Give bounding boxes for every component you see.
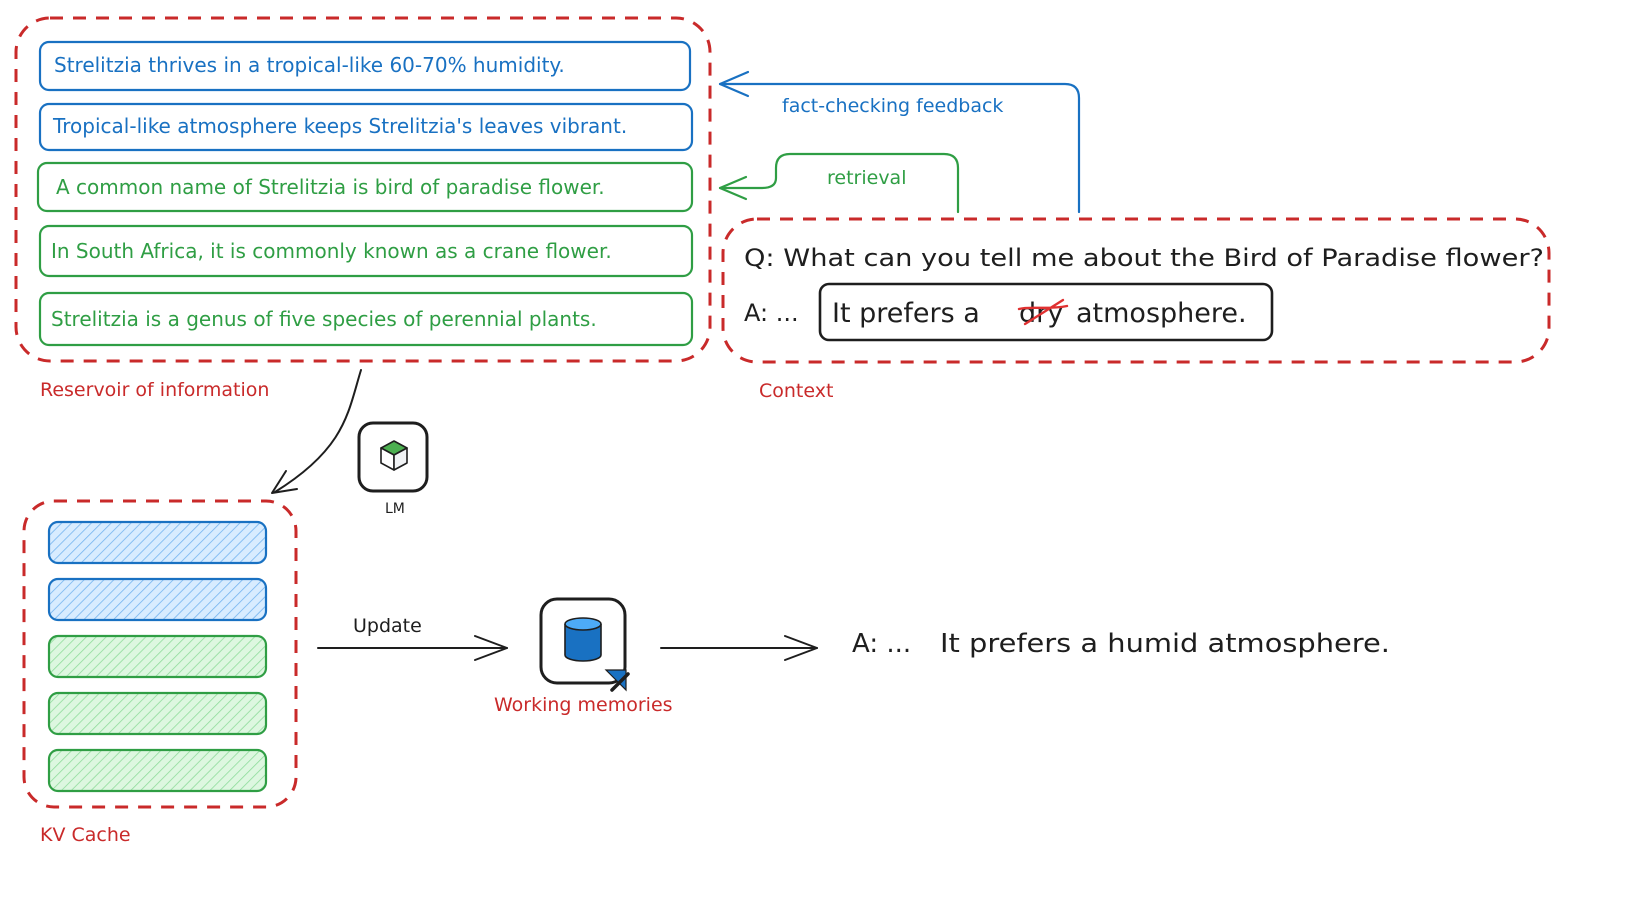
output-text: It prefers a humid atmosphere. [940,629,1390,659]
lm-label: LM [385,501,405,517]
fact-card: Tropical-like atmosphere keeps Strelitzi… [38,102,694,152]
kv-cache-group: KV Cache [22,499,298,846]
update-arrow: Update [317,615,508,661]
answer-text-post: atmosphere. [1076,298,1247,329]
strike-mark [1017,298,1069,326]
working-memory-label: Working memories [494,694,673,716]
corner-arrow-icon [604,669,630,692]
fact-card: Strelitzia thrives in a tropical-like 60… [38,40,692,92]
fact-text: A common name of Strelitzia is bird of p… [56,175,605,199]
output-prefix: A: ... [852,629,911,659]
kv-cache-bar [47,691,268,736]
reservoir-label: Reservoir of information [40,379,269,401]
fact-text: Strelitzia thrives in a tropical-like 60… [54,53,565,77]
fact-card: In South Africa, it is commonly known as… [38,224,694,278]
feedback-arrow: fact-checking feedback [718,70,1081,214]
working-memory-node: Working memories [494,597,673,716]
kv-cache-bar [47,520,268,565]
output-arrow [660,635,818,661]
fact-card: Strelitzia is a genus of five species of… [38,291,694,347]
kv-cache-bar [47,634,268,679]
context-group: Q: What can you tell me about the Bird o… [721,217,1551,402]
feedback-label: fact-checking feedback [782,95,1003,117]
retrieval-label: retrieval [827,167,906,189]
fact-text: Strelitzia is a genus of five species of… [51,307,597,331]
cube-icon [380,440,408,471]
answer-text-pre: It prefers a [832,298,980,329]
context-answer-prefix: A: ... [744,299,799,327]
output-answer: A: ... It prefers a humid atmosphere. [852,629,1390,659]
kv-cache-bars [47,520,268,793]
kv-cache-bar [47,577,268,622]
retrieval-arrow: retrieval [718,152,960,214]
fact-card: A common name of Strelitzia is bird of p… [36,161,694,213]
reservoir-group: Strelitzia thrives in a tropical-like 60… [14,16,712,401]
database-icon [564,617,602,662]
context-label: Context [759,380,833,402]
kv-cache-bar [47,748,268,793]
fact-text: Tropical-like atmosphere keeps Strelitzi… [52,114,627,138]
context-dashed-border [721,217,1551,364]
reservoir-to-cache-arrow [271,369,362,494]
kv-cache-label: KV Cache [40,824,131,846]
context-question: Q: What can you tell me about the Bird o… [744,244,1544,272]
update-label: Update [353,615,422,637]
reservoir-dashed-border [14,16,712,363]
lm-node: LM [357,421,429,517]
fact-text: In South Africa, it is commonly known as… [51,239,612,263]
